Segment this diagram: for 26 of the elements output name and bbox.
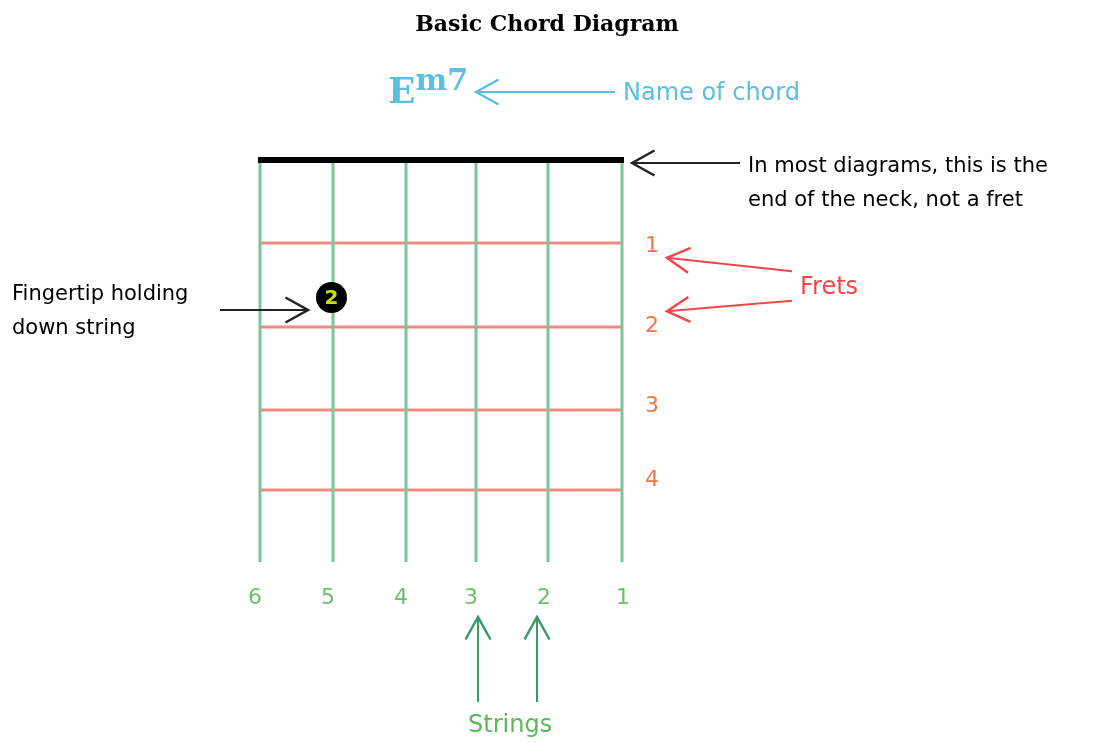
finger-dot: 2 (316, 282, 347, 313)
fret-number: 4 (645, 466, 659, 491)
string-number: 5 (321, 584, 335, 609)
arrow (665, 246, 794, 274)
annotation-text: In most diagrams, this is the end of the neck, not a fret (748, 148, 1078, 216)
chord-name: E$^{m7}$ (388, 62, 469, 111)
nut-bar (258, 157, 624, 163)
arrow (630, 149, 741, 177)
arrow (219, 296, 310, 324)
annotation-text: Name of chord (623, 78, 800, 106)
fret-number: 1 (645, 232, 659, 257)
title: Basic Chord Diagram (414, 10, 680, 36)
arrow (474, 78, 616, 106)
string-number: 1 (616, 584, 630, 609)
fret-number: 3 (645, 392, 659, 417)
string-number: 2 (537, 584, 551, 609)
arrow (523, 615, 551, 703)
fret-number: 2 (645, 312, 659, 337)
string-number: 4 (394, 584, 408, 609)
annotation-text: Fingertip holding down string (12, 276, 212, 344)
string-number: 6 (248, 584, 262, 609)
arrow (665, 295, 794, 324)
arrow (464, 615, 492, 703)
annotation-text: Strings (468, 710, 553, 738)
string-number: 3 (464, 584, 478, 609)
annotation-text: Frets (800, 272, 859, 300)
